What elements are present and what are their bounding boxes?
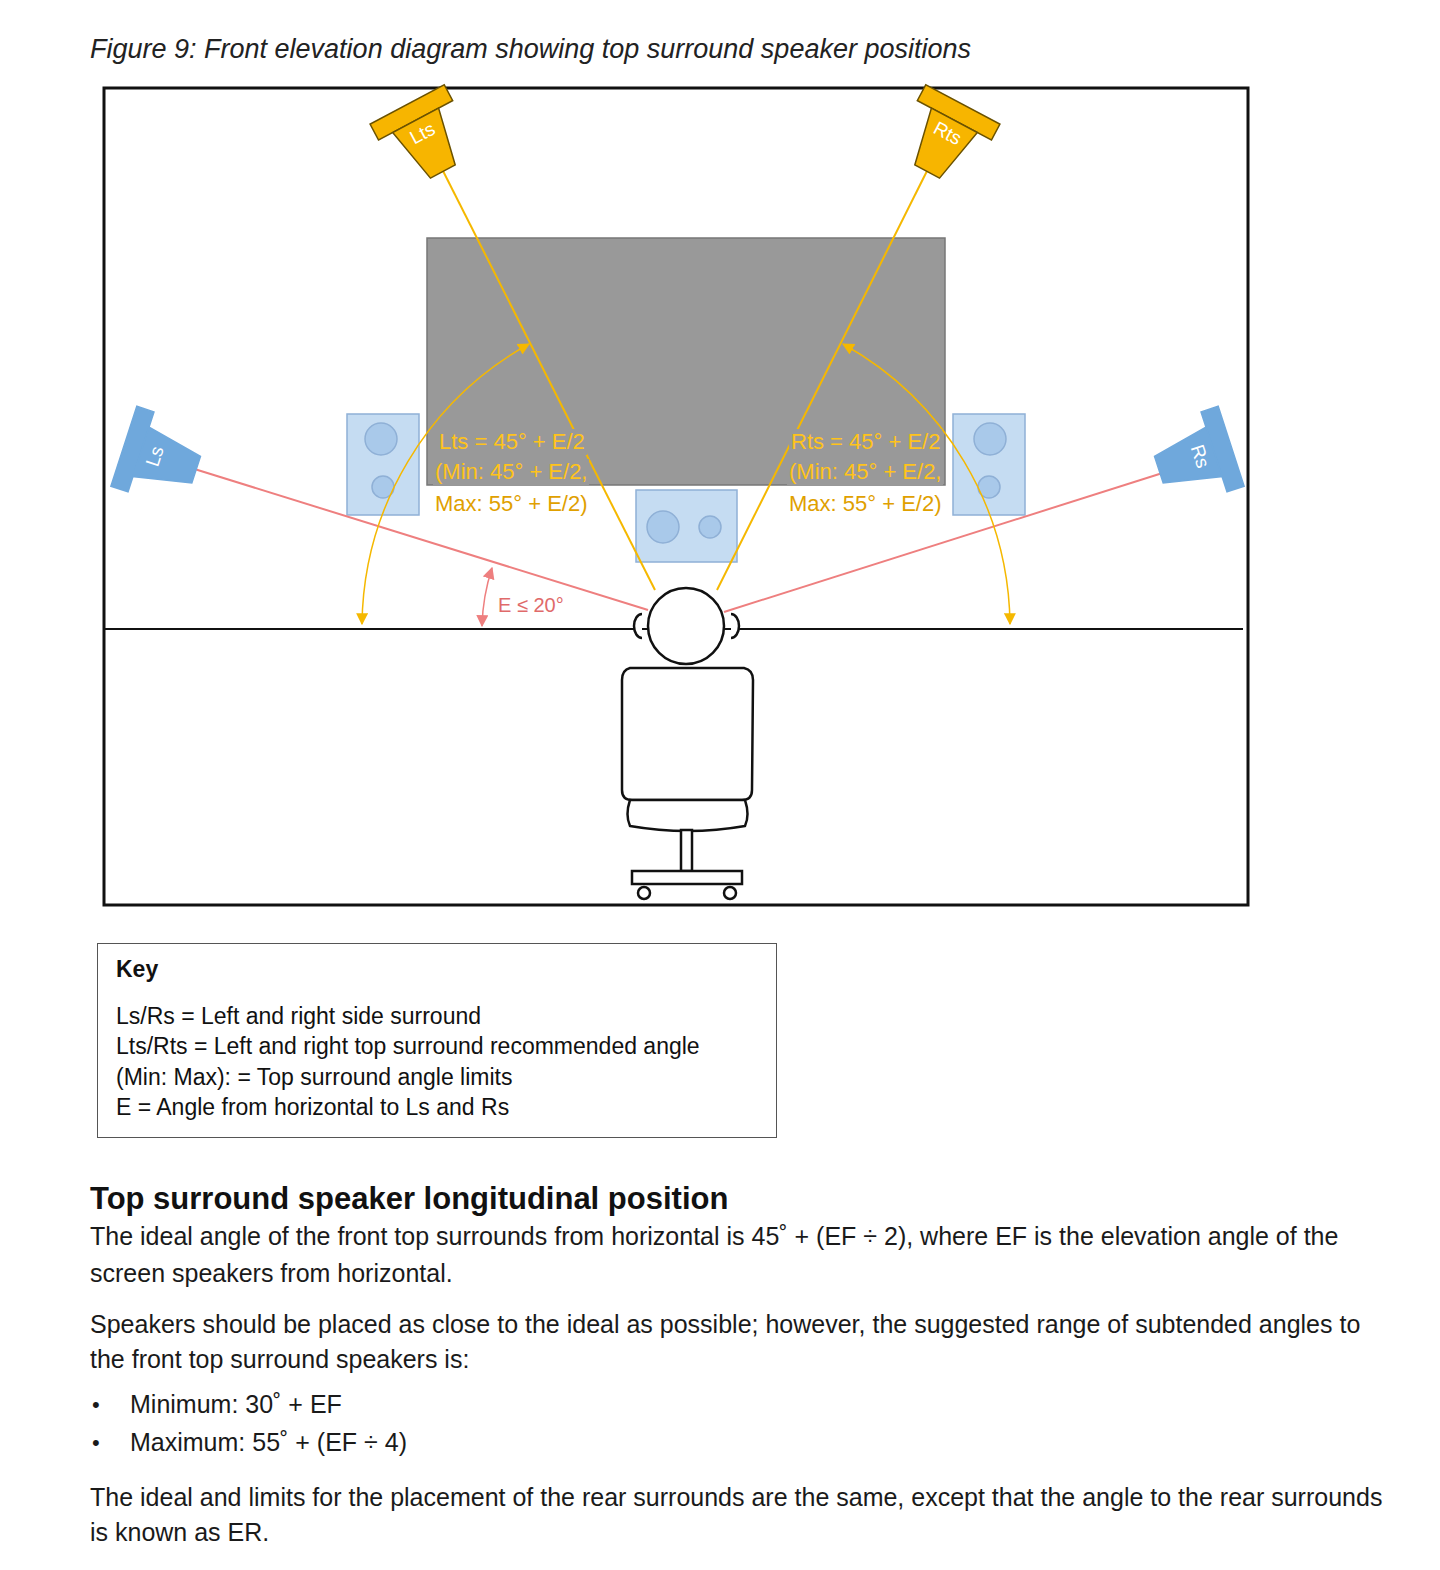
angle-formula: Lts = 45° + E/2 [437,429,587,455]
key-box: KeyLs/Rs = Left and right side surroundL… [97,943,777,1138]
angle-limit: (Min: 45° + E/2, [433,459,589,485]
top-surround-speaker: Lts [366,81,485,195]
bullet: • [92,1430,100,1456]
key-line: E = Angle from horizontal to Ls and Rs [116,1092,758,1123]
angle-limit: Max: 55° + E/2) [787,491,943,517]
bullet: • [92,1392,100,1418]
side-surround-speaker: Ls [108,402,213,514]
figure-title: Figure 9: Front elevation diagram showin… [90,34,971,65]
section-heading: Top surround speaker longitudinal positi… [90,1181,728,1217]
body-paragraph: The ideal angle of the front top surroun… [90,1218,1390,1292]
key-line: Ls/Rs = Left and right side surround [116,1001,758,1032]
screen [427,238,945,485]
room-frame [104,88,1248,905]
key-heading: Key [116,954,758,985]
angle-limit: Max: 55° + E/2) [433,491,589,517]
angle-formula: Rts = 45° + E/2 [789,429,942,455]
bullet-text: Maximum: 55˚ + (EF ÷ 4) [130,1428,407,1457]
body-paragraph: Speakers should be placed as close to th… [90,1307,1390,1377]
angle-limit: (Min: 45° + E/2, [787,459,943,485]
top-surround-speaker: Rts [886,81,1005,195]
angle-lines [188,165,1172,626]
key-line: (Min: Max): = Top surround angle limits [116,1062,758,1093]
key-line: Lts/Rts = Left and right top surround re… [116,1031,758,1062]
body-paragraph: The ideal and limits for the placement o… [90,1480,1390,1550]
bullet-text: Minimum: 30˚ + EF [130,1390,342,1419]
front-speakers [347,414,1025,562]
listener-figure [622,588,753,899]
elevation-limit: E ≤ 20° [496,594,566,617]
side-surround-speaker: Rs [1143,402,1248,514]
